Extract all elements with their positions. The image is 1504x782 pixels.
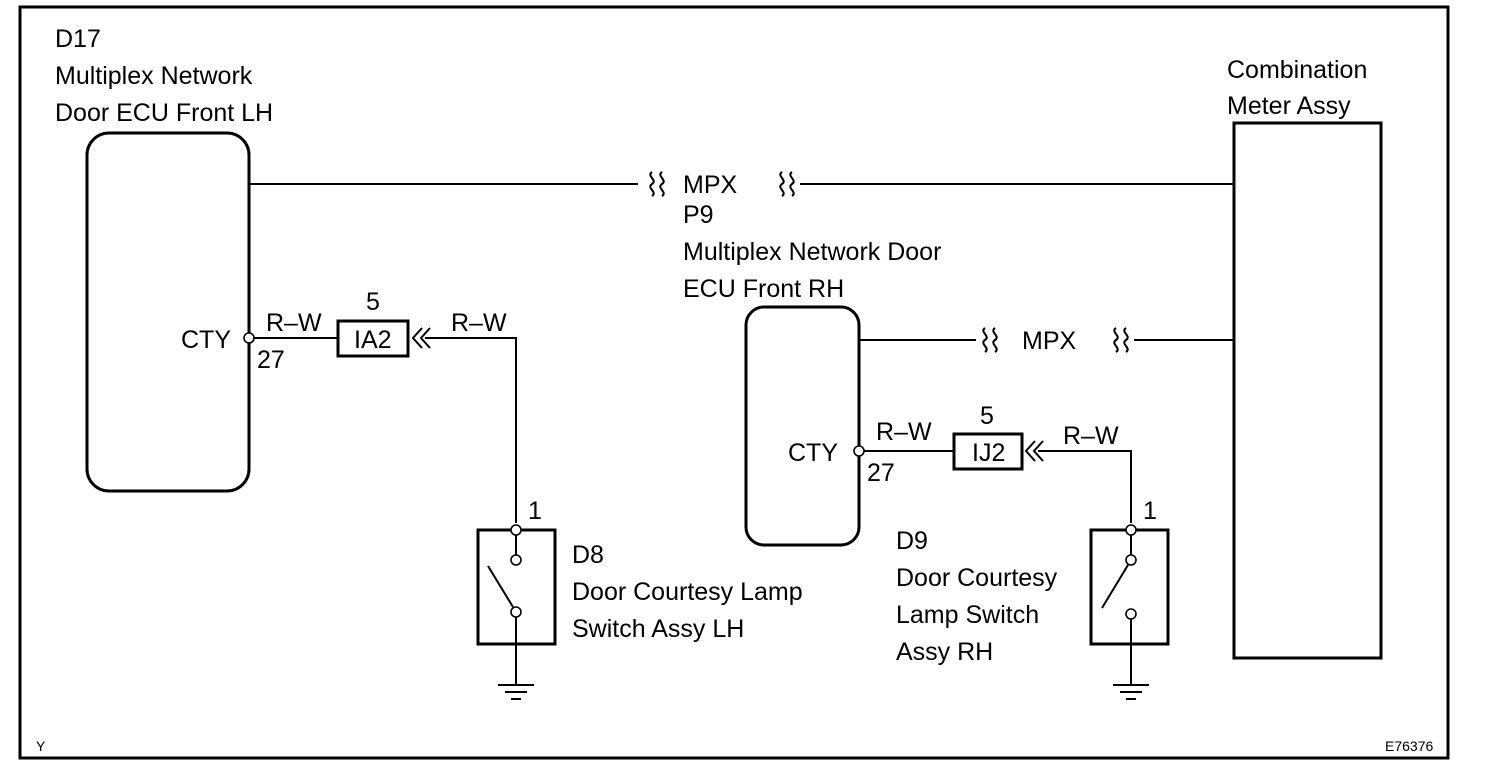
lh-connector-code: IA2 [354, 326, 392, 354]
switch-lh-blade [487, 565, 514, 608]
lh-wire-connector-to-switch [425, 337, 517, 523]
meter-name-line2: Meter Assy [1227, 92, 1351, 120]
mpx-bus-lower-label: MPX [1022, 327, 1077, 355]
ecu-rh-name-line2: ECU Front RH [683, 275, 844, 303]
switch-rh-name-line2: Lamp Switch [896, 601, 1039, 629]
rh-wire-connector-to-switch [1038, 450, 1132, 523]
ecu-rh-box [744, 305, 861, 547]
switch-rh-contact-upper [1125, 554, 1137, 566]
mpx-lower-break-right [1113, 327, 1129, 353]
ecu-lh-pin-name: CTY [181, 326, 231, 354]
switch-lh-name-line2: Switch Assy LH [572, 615, 744, 643]
switch-lh-terminal-top [510, 524, 522, 536]
switch-lh-contact-upper [510, 554, 522, 566]
rh-wire-right-color: R–W [1063, 422, 1119, 450]
meter-box [1232, 121, 1383, 660]
rh-wire-left-color: R–W [876, 418, 932, 446]
switch-lh-name-line1: Door Courtesy Lamp [572, 578, 803, 606]
ground-rh-icon [1113, 684, 1149, 700]
lh-wire-right-color: R–W [451, 309, 507, 337]
mpx-upper-break-left [649, 171, 665, 197]
switch-lh-code: D8 [572, 541, 604, 569]
ecu-rh-name-line1: Multiplex Network Door [683, 238, 941, 266]
lh-connector-pin: 5 [366, 288, 380, 316]
lh-wire-left-color: R–W [266, 309, 322, 337]
mpx-lower-break-left [982, 327, 998, 353]
ecu-rh-code: P9 [683, 201, 714, 229]
ecu-lh-box [85, 131, 251, 493]
mpx-upper-break-right [779, 171, 795, 197]
ecu-lh-pin-terminal [243, 332, 255, 344]
rh-connector-pin: 5 [980, 402, 994, 430]
switch-lh-pin: 1 [528, 497, 542, 525]
lh-connector-chevrons [411, 327, 431, 349]
corner-mark-left: Y [36, 738, 46, 754]
figure-id: E76376 [1385, 738, 1433, 754]
switch-rh-name-line3: Assy RH [896, 638, 993, 666]
ecu-rh-pin-number: 27 [867, 459, 895, 487]
ecu-lh-name-line2: Door ECU Front LH [55, 99, 273, 127]
switch-rh-contact-lower [1125, 608, 1137, 620]
switch-rh-terminal-top [1125, 524, 1137, 536]
rh-connector-box [952, 432, 1024, 471]
rh-connector-code: IJ2 [972, 439, 1005, 467]
diagram-frame [18, 5, 1450, 760]
switch-rh-box [1089, 528, 1170, 646]
ecu-lh-name-line1: Multiplex Network [55, 62, 253, 90]
ecu-rh-pin-terminal [853, 445, 865, 457]
ecu-rh-pin-name: CTY [788, 439, 838, 467]
mpx-bus-upper-label: MPX [683, 171, 738, 199]
switch-lh-contact-lower [510, 606, 522, 618]
ground-lh-icon [498, 684, 534, 700]
switch-rh-pin: 1 [1143, 497, 1157, 525]
ecu-lh-code: D17 [55, 25, 101, 53]
switch-rh-code: D9 [896, 527, 928, 555]
ecu-lh-pin-number: 27 [257, 346, 285, 374]
switch-rh-name-line1: Door Courtesy [896, 564, 1058, 592]
meter-name-line1: Combination [1227, 56, 1367, 84]
lh-connector-box [336, 319, 410, 358]
switch-rh-blade [1101, 564, 1129, 609]
rh-connector-chevrons [1024, 440, 1044, 462]
